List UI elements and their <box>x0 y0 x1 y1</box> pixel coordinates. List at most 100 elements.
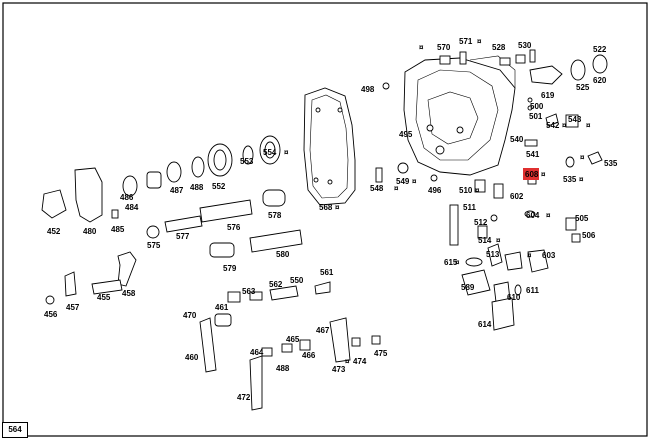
svg-text:¤: ¤ <box>562 121 567 130</box>
label-512: 512 <box>474 218 488 227</box>
label-501: 501 <box>529 112 543 121</box>
svg-text:¤: ¤ <box>586 121 591 130</box>
ref-marks: ¤¤¤ ¤¤¤ ¤¤¤ ¤¤¤ ¤¤¤ ¤¤ <box>284 37 591 366</box>
label-530: 530 <box>518 41 532 50</box>
label-456: 456 <box>44 310 58 319</box>
svg-text:¤: ¤ <box>541 170 546 179</box>
label-542: 542 <box>546 121 560 130</box>
label-619: 619 <box>541 91 555 100</box>
svg-text:¤: ¤ <box>546 211 551 220</box>
label-464: 464 <box>250 348 264 357</box>
label-455: 455 <box>97 293 111 302</box>
label-461: 461 <box>215 303 229 312</box>
label-568: 568 <box>319 203 333 212</box>
label-580: 580 <box>276 250 290 259</box>
label-608: 608 <box>525 170 539 179</box>
label-528: 528 <box>492 43 506 52</box>
label-620: 620 <box>593 76 607 85</box>
label-553: 553 <box>240 157 254 166</box>
label-475: 475 <box>374 349 388 358</box>
label-496: 496 <box>428 186 442 195</box>
label-500: 500 <box>530 102 544 111</box>
label-457: 457 <box>66 303 80 312</box>
label-486: 486 <box>120 193 134 202</box>
label-470: 470 <box>183 311 197 320</box>
label-472: 472 <box>237 393 251 402</box>
label-498: 498 <box>361 85 375 94</box>
label-578: 578 <box>268 211 282 220</box>
label-615: 615 <box>444 258 458 267</box>
label-561: 561 <box>320 268 334 277</box>
svg-text:¤: ¤ <box>394 184 399 193</box>
label-549: 549 <box>396 177 410 186</box>
svg-text:¤: ¤ <box>455 258 460 267</box>
svg-text:¤: ¤ <box>419 43 424 52</box>
label-589: 589 <box>461 283 475 292</box>
label-570: 570 <box>437 43 451 52</box>
label-495: 495 <box>399 130 413 139</box>
label-604: 604 <box>526 211 540 220</box>
label-474: 474 <box>353 357 367 366</box>
label-488a: 488 <box>190 183 204 192</box>
label-487: 487 <box>170 186 184 195</box>
gasket <box>303 87 356 206</box>
label-575: 575 <box>147 241 161 250</box>
label-614: 614 <box>478 320 492 329</box>
svg-text:¤: ¤ <box>477 37 482 46</box>
label-465: 465 <box>286 335 300 344</box>
label-611: 611 <box>526 286 539 295</box>
label-579: 579 <box>223 264 237 273</box>
svg-text:¤: ¤ <box>335 203 340 212</box>
label-458: 458 <box>122 289 136 298</box>
label-473: 473 <box>332 365 346 374</box>
label-541: 541 <box>526 150 540 159</box>
label-571: 571 <box>459 37 473 46</box>
label-577: 577 <box>176 232 190 241</box>
top-right-parts <box>375 49 608 183</box>
label-562: 562 <box>269 280 283 289</box>
label-525: 525 <box>576 83 590 92</box>
svg-text:¤: ¤ <box>345 357 350 366</box>
label-511: 511 <box>463 203 476 212</box>
svg-text:¤: ¤ <box>284 148 289 157</box>
label-506: 506 <box>582 231 596 240</box>
label-484: 484 <box>125 203 139 212</box>
label-510: 510 <box>459 186 473 195</box>
svg-text:¤: ¤ <box>412 177 417 186</box>
label-513: 513 <box>486 250 500 259</box>
svg-text:¤: ¤ <box>580 153 585 162</box>
label-485: 485 <box>111 225 125 234</box>
label-535b: 535 <box>563 175 577 184</box>
label-535a: 535 <box>604 159 618 168</box>
diagram-border <box>2 2 648 437</box>
transmission-housing <box>403 55 516 176</box>
label-550: 550 <box>290 276 304 285</box>
label-480: 480 <box>83 227 97 236</box>
highlight-marker <box>523 168 539 180</box>
left-parts <box>41 135 381 411</box>
part-labels: 570 571 528 530 522 619 620 525 498 500 … <box>44 37 618 402</box>
label-522: 522 <box>593 45 607 54</box>
valve-parts <box>449 169 581 331</box>
label-603: 603 <box>542 251 556 260</box>
svg-text:¤: ¤ <box>579 175 584 184</box>
label-488b: 488 <box>276 364 290 373</box>
label-540: 540 <box>510 135 524 144</box>
page-reference-badge: 564 <box>2 422 28 438</box>
svg-text:¤: ¤ <box>475 186 480 195</box>
label-543: 543 <box>568 115 582 124</box>
label-505: 505 <box>575 214 589 223</box>
label-554: 554 <box>263 148 277 157</box>
label-563: 563 <box>242 287 256 296</box>
label-466: 466 <box>302 351 316 360</box>
label-576: 576 <box>227 223 241 232</box>
label-460: 460 <box>185 353 199 362</box>
label-552: 552 <box>212 182 226 191</box>
label-610: 610 <box>507 293 521 302</box>
label-548: 548 <box>370 184 384 193</box>
svg-text:¤: ¤ <box>496 236 501 245</box>
label-514: 514 <box>478 236 492 245</box>
label-452: 452 <box>47 227 61 236</box>
